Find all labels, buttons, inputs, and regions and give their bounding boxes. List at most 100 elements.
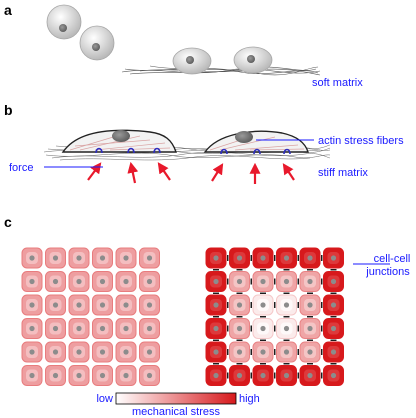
cell-nucleus-icon — [52, 372, 59, 379]
monolayer-cell — [205, 294, 227, 316]
monolayer-cell — [252, 271, 274, 292]
monolayer-cell — [299, 294, 321, 316]
cell-nucleus-icon — [29, 325, 35, 332]
cell-nucleus-icon — [29, 302, 35, 308]
cell-nucleus-icon — [307, 372, 313, 379]
monolayer-cell — [229, 247, 250, 269]
cell-nucleus-icon — [29, 255, 35, 261]
stress-fiber-lines — [69, 134, 171, 151]
monolayer-cell — [45, 365, 66, 386]
monolayer-cell — [323, 365, 344, 386]
monolayer-cell — [45, 318, 66, 339]
focal-adhesion-icon — [220, 148, 291, 155]
cell-nucleus-icon — [307, 302, 313, 308]
cell-nucleus-icon — [29, 349, 35, 355]
monolayer-cell — [323, 247, 344, 269]
monolayer-cell — [139, 271, 160, 292]
cell-cell-label: cell-cell — [374, 253, 411, 265]
cell-nucleus-icon — [146, 372, 153, 379]
cell-nucleus-icon — [260, 278, 266, 285]
soft-matrix-label: soft matrix — [312, 77, 363, 89]
cell-nucleus-icon — [146, 302, 153, 308]
cell-nucleus-icon — [260, 325, 266, 332]
cell-nucleus-icon — [92, 43, 100, 51]
cell-nucleus-icon — [283, 349, 290, 355]
monolayer-cell — [45, 247, 66, 269]
monolayer-cell — [252, 247, 274, 269]
monolayer-cell — [205, 271, 227, 292]
monolayer-cell — [229, 271, 250, 292]
monolayer-cell — [68, 318, 90, 339]
scale-high-label: high — [239, 393, 260, 405]
cell-nucleus-icon — [123, 325, 129, 332]
floating-cell — [79, 25, 115, 61]
monolayer-cell — [229, 294, 250, 316]
spread-cell-left — [61, 129, 177, 154]
monolayer-cell — [205, 365, 227, 386]
cell-nucleus-icon — [330, 255, 337, 261]
uniform-cell-monolayer — [21, 247, 160, 386]
monolayer-cell — [139, 365, 160, 386]
actin-stress-fibers-label: actin stress fibers — [318, 135, 404, 147]
cell-nucleus-icon — [236, 302, 243, 308]
monolayer-cell — [205, 341, 227, 363]
cell-nucleus-icon — [260, 372, 266, 379]
monolayer-cell — [276, 365, 297, 386]
cell-nucleus-icon — [99, 278, 106, 285]
cell-nucleus-icon — [260, 349, 266, 355]
cell-nucleus-icon — [186, 56, 194, 64]
cell-nucleus-icon — [260, 255, 266, 261]
cell-nucleus-icon — [307, 278, 313, 285]
cell-nucleus-icon — [52, 325, 59, 332]
monolayer-cell — [229, 318, 250, 339]
cell-nucleus-icon — [236, 255, 243, 261]
cell-nucleus-icon — [235, 131, 253, 143]
cell-nucleus-icon — [213, 349, 219, 355]
cell-nucleus-icon — [307, 349, 313, 355]
cell-nucleus-icon — [52, 302, 59, 308]
scale-title: mechanical stress — [132, 406, 221, 418]
cell-nucleus-icon — [99, 325, 106, 332]
monolayer-cell — [252, 294, 274, 316]
cell-nucleus-icon — [52, 349, 59, 355]
cell-nucleus-icon — [236, 325, 243, 332]
monolayer-cell — [92, 365, 113, 386]
monolayer-cell — [21, 318, 43, 339]
monolayer-cell — [68, 271, 90, 292]
monolayer-cell — [205, 247, 227, 269]
monolayer-cell — [115, 294, 137, 316]
force-arrow-icon — [157, 162, 171, 181]
cell-nucleus-icon — [76, 349, 82, 355]
cell-nucleus-icon — [76, 278, 82, 285]
soft-matrix-fibers — [121, 65, 321, 76]
monolayer-cell — [68, 247, 90, 269]
cell-nucleus-icon — [236, 349, 243, 355]
cell-nucleus-icon — [123, 372, 129, 379]
force-arrow-icon — [282, 163, 295, 181]
monolayer-cell — [323, 294, 344, 316]
monolayer-cell — [92, 341, 113, 363]
cell-nucleus-icon — [213, 325, 219, 332]
monolayer-cell — [252, 341, 274, 363]
monolayer-cell — [252, 365, 274, 386]
force-label: force — [9, 162, 33, 174]
cell-nucleus-icon — [283, 255, 290, 261]
cell-nucleus-icon — [29, 372, 35, 379]
cell-nucleus-icon — [260, 302, 266, 308]
cell-nucleus-icon — [213, 255, 219, 261]
cell-nucleus-icon — [283, 372, 290, 379]
cell-nucleus-icon — [247, 55, 255, 63]
monolayer-cell — [68, 341, 90, 363]
force-arrow-icon — [211, 163, 224, 182]
floating-cell — [46, 4, 82, 40]
cell-nucleus-icon — [99, 255, 106, 261]
monolayer-cell — [68, 294, 90, 316]
monolayer-cell — [205, 318, 227, 339]
monolayer-cell — [21, 341, 43, 363]
cell-nucleus-icon — [146, 349, 153, 355]
monolayer-cell — [299, 247, 321, 269]
monolayer-cell — [115, 247, 137, 269]
cell-nucleus-icon — [76, 302, 82, 308]
cell-nucleus-icon — [307, 255, 313, 261]
